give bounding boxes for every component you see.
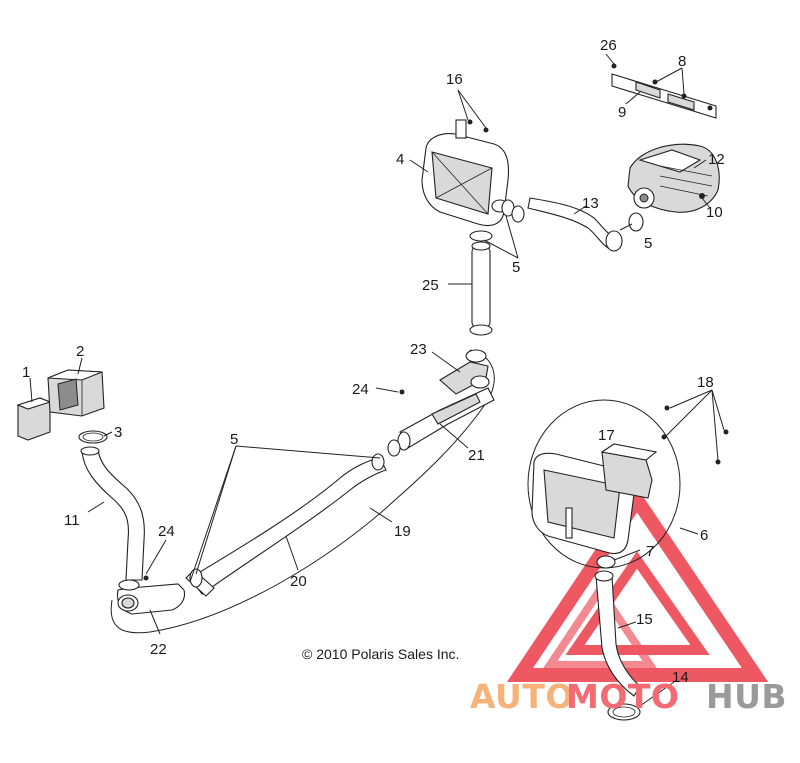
callout-13: 13 [582,195,599,212]
callout-21: 21 [468,447,485,464]
part-4-airbox [421,119,510,227]
part-5-clamp-right [628,212,644,232]
callout-12: 12 [708,151,725,168]
watermark-hub: HUB [706,677,787,716]
callout-2: 2 [76,343,84,360]
copyright-notice: © 2010 Polaris Sales Inc. [302,646,459,662]
callout-18: 18 [697,374,714,391]
callout-5-upper: 5 [512,259,520,276]
part-14-clamp [607,703,641,721]
part-20-hose [189,457,387,595]
callout-15: 15 [636,611,653,628]
part-7-clamp [596,555,616,569]
callout-5-lower: 5 [230,431,238,448]
callout-1: 1 [22,364,30,381]
watermark-text: AUTO MOTO HUB [470,677,787,716]
callout-20: 20 [290,573,307,590]
callout-6: 6 [700,527,708,544]
part-25-tube [469,230,493,336]
part-2-filter-box [47,369,105,417]
callout-26: 26 [600,37,617,54]
callout-7: 7 [646,543,654,560]
callout-16: 16 [446,71,463,88]
part-9-bracket [611,63,717,119]
callout-19: 19 [394,523,411,540]
callout-17: 17 [598,427,615,444]
part-24-fastener-upper [399,389,405,395]
callout-4: 4 [396,151,404,168]
callout-5-right: 5 [644,235,652,252]
watermark-auto: AUTO [470,677,574,716]
part-17-foam [600,443,658,499]
callout-3: 3 [114,424,122,441]
part-11-duct [81,449,145,581]
part-21-intake [397,387,495,451]
callout-8: 8 [678,53,686,70]
part-1-block [16,397,52,441]
callout-labels: 1 2 3 4 5 5 5 6 7 8 9 10 11 12 13 14 15 … [22,37,725,686]
leader-lines [29,53,725,707]
callout-11: 11 [64,512,80,529]
callout-22: 22 [150,641,167,658]
part-24-fastener-lower [143,575,149,581]
callout-14: 14 [672,669,689,686]
part-15-tube [595,575,641,697]
part-3-clamp-inner [82,432,104,442]
part-22-connector [116,583,186,615]
watermark-moto: MOTO [566,677,679,716]
callout-10: 10 [706,204,723,221]
callout-24-lower: 24 [158,523,175,540]
part-13-hose [527,197,619,251]
part-12-assembly [627,143,720,213]
callout-23: 23 [410,341,427,358]
callout-24-upper: 24 [352,381,369,398]
callout-25: 25 [422,277,439,294]
callout-9: 9 [618,104,626,121]
part-23-shield [439,361,489,395]
part-16-fastener [467,119,473,125]
part-18-fasteners [661,405,729,465]
